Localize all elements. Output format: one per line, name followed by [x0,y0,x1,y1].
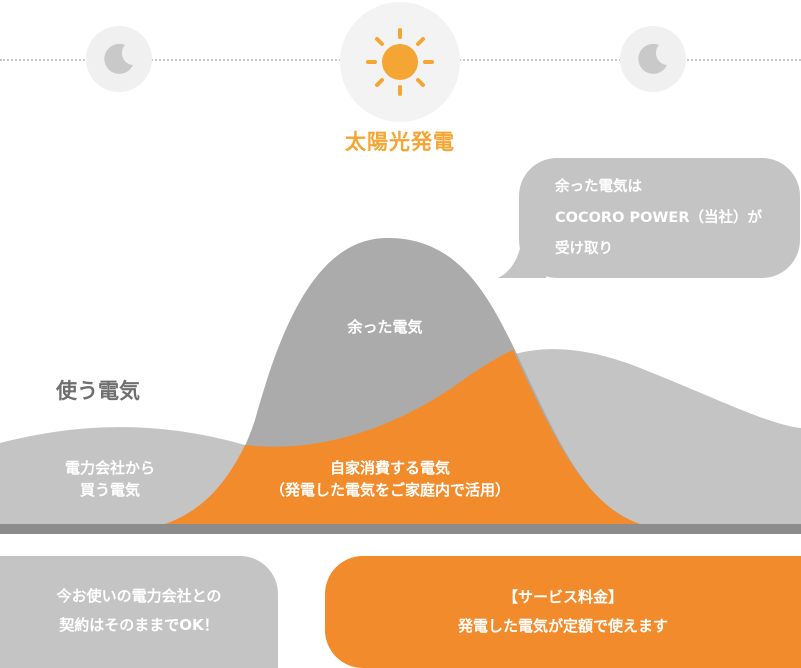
day-circle [340,2,460,122]
self-consumption-label: 自家消費する電気 （発電した電気をご家庭内で活用） [235,457,545,501]
service-fee-text: 発電した電気が定額で使えます [457,617,668,635]
purchased-line-2: 買う電気 [79,481,140,499]
moon-icon [638,43,667,74]
purchased-line-1: 電力会社から [64,459,155,477]
service-fee-box: 【サービス料金】 発電した電気が定額で使えます [325,556,801,668]
bubble-tail [498,238,546,278]
bubble-line-3: 受け取り [555,241,613,257]
surplus-label: 余った電気 [347,318,423,336]
baseline-bar [0,524,801,534]
contract-box: 今お使いの電力会社との 契約はそのままでOK！ [0,556,278,668]
bubble-line-1: 余った電気は [555,179,642,195]
service-fee-title: 【サービス料金】 [502,588,623,606]
self-line-1: 自家消費する電気 [329,459,450,477]
purchased-electricity-label: 電力会社から 買う電気 [40,457,180,501]
usage-label: 使う電気 [56,379,140,403]
bubble-line-2: COCORO POWER（当社）が [555,210,762,226]
self-consumption-area [165,350,640,524]
night-circle-right [620,26,686,92]
moon-icon [104,43,133,74]
solar-power-label: 太陽光発電 [345,130,455,154]
contract-line-1: 今お使いの電力会社との [56,587,222,605]
surplus-bubble: 余った電気は COCORO POWER（当社）が 受け取り [519,158,800,278]
contract-line-2: 契約はそのままでOK！ [59,616,219,634]
night-circle-left [86,26,152,92]
sun-icon [366,28,434,96]
self-line-2: （発電した電気をご家庭内で活用） [269,481,510,499]
